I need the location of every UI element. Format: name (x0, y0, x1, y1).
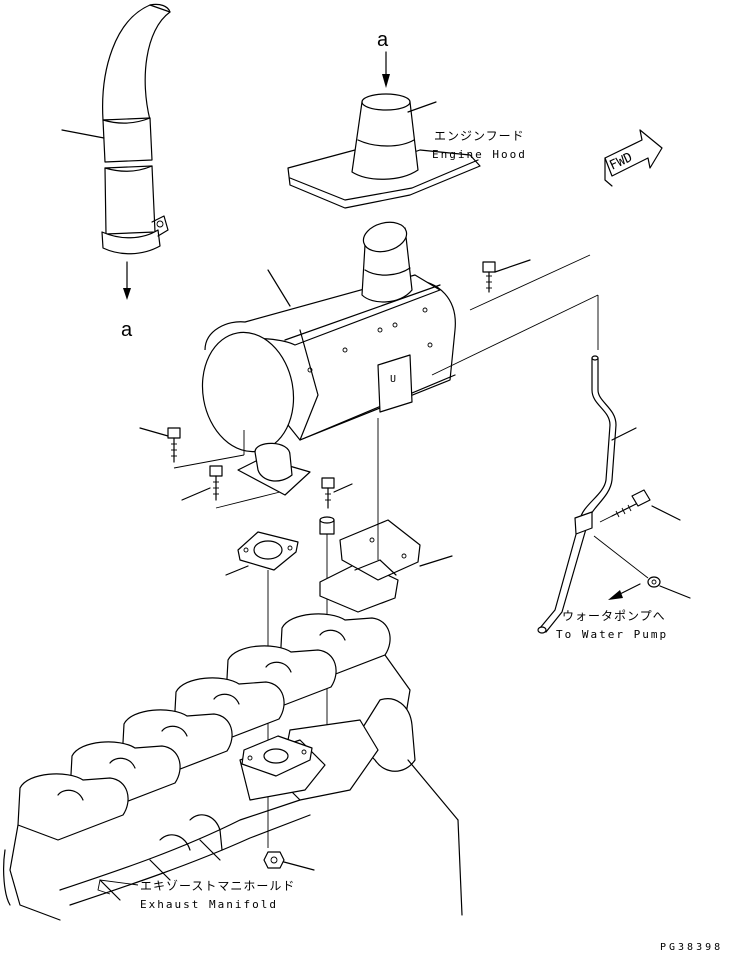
washer-right (647, 576, 661, 588)
leader-bolt-left-1 (139, 427, 169, 437)
leader-bolt-left-2b (215, 491, 281, 509)
bolt-middle (321, 477, 335, 509)
engine-head (3, 613, 411, 921)
nut (263, 851, 285, 869)
muffler-bracket (319, 519, 421, 613)
arrow-a-down (123, 261, 131, 300)
leader-manifold-b (457, 819, 463, 916)
leader-washer (659, 585, 691, 599)
leader-bolt-left-1b (173, 454, 245, 469)
bolt-right (611, 489, 651, 518)
leader-muffler-bracket (419, 555, 453, 567)
bracket-mark: U (390, 374, 396, 385)
muffler: U (201, 221, 456, 496)
leader-washer-b (593, 535, 649, 579)
drawing-code: PG38398 (660, 942, 723, 953)
arrow-to-water-pump (608, 583, 641, 600)
bolt-left-1 (167, 427, 181, 463)
leader-muffler-right (431, 294, 599, 376)
bolt-top-right (482, 261, 496, 293)
label-to-water-pump-en: To Water Pump (556, 628, 668, 641)
leader-hood (407, 101, 437, 113)
bolt-left-2 (209, 465, 223, 501)
exhaust-manifold (59, 698, 416, 906)
label-to-water-pump-jp: ウォータポンプへ (562, 609, 666, 623)
engine-hood (287, 93, 481, 209)
leader-bolt-middle (333, 483, 353, 493)
label-engine-hood-en: Engine Hood (432, 148, 527, 161)
leader-bolt-right (651, 505, 681, 521)
label-a-top: a (377, 29, 389, 51)
leader-nut (283, 861, 315, 871)
leader-pipe (61, 129, 105, 139)
label-engine-hood-jp: エンジンフード (434, 129, 525, 143)
spacer (319, 516, 335, 535)
leader-bolt-right-b (599, 515, 613, 523)
leader-bolt-top-right (494, 259, 531, 273)
leader-gasket (225, 565, 249, 576)
label-exhaust-manifold-en: Exhaust Manifold (140, 898, 278, 911)
fwd-arrow-icon: FWD (604, 129, 663, 187)
leader-bolt-left-2 (181, 487, 211, 501)
leader-water-pipe (611, 427, 637, 441)
leader-manifold-label (97, 879, 139, 895)
arrow-a-hood (382, 51, 390, 88)
exhaust-pipe (101, 3, 171, 255)
gasket (237, 531, 299, 571)
leader-muffler-right3 (469, 254, 591, 311)
water-pipe (537, 355, 617, 634)
label-a-left: a (121, 319, 133, 341)
leader-manifold (407, 759, 459, 821)
label-exhaust-manifold-jp: エキゾーストマニホールド (140, 879, 295, 893)
leader-muffler (267, 269, 291, 307)
